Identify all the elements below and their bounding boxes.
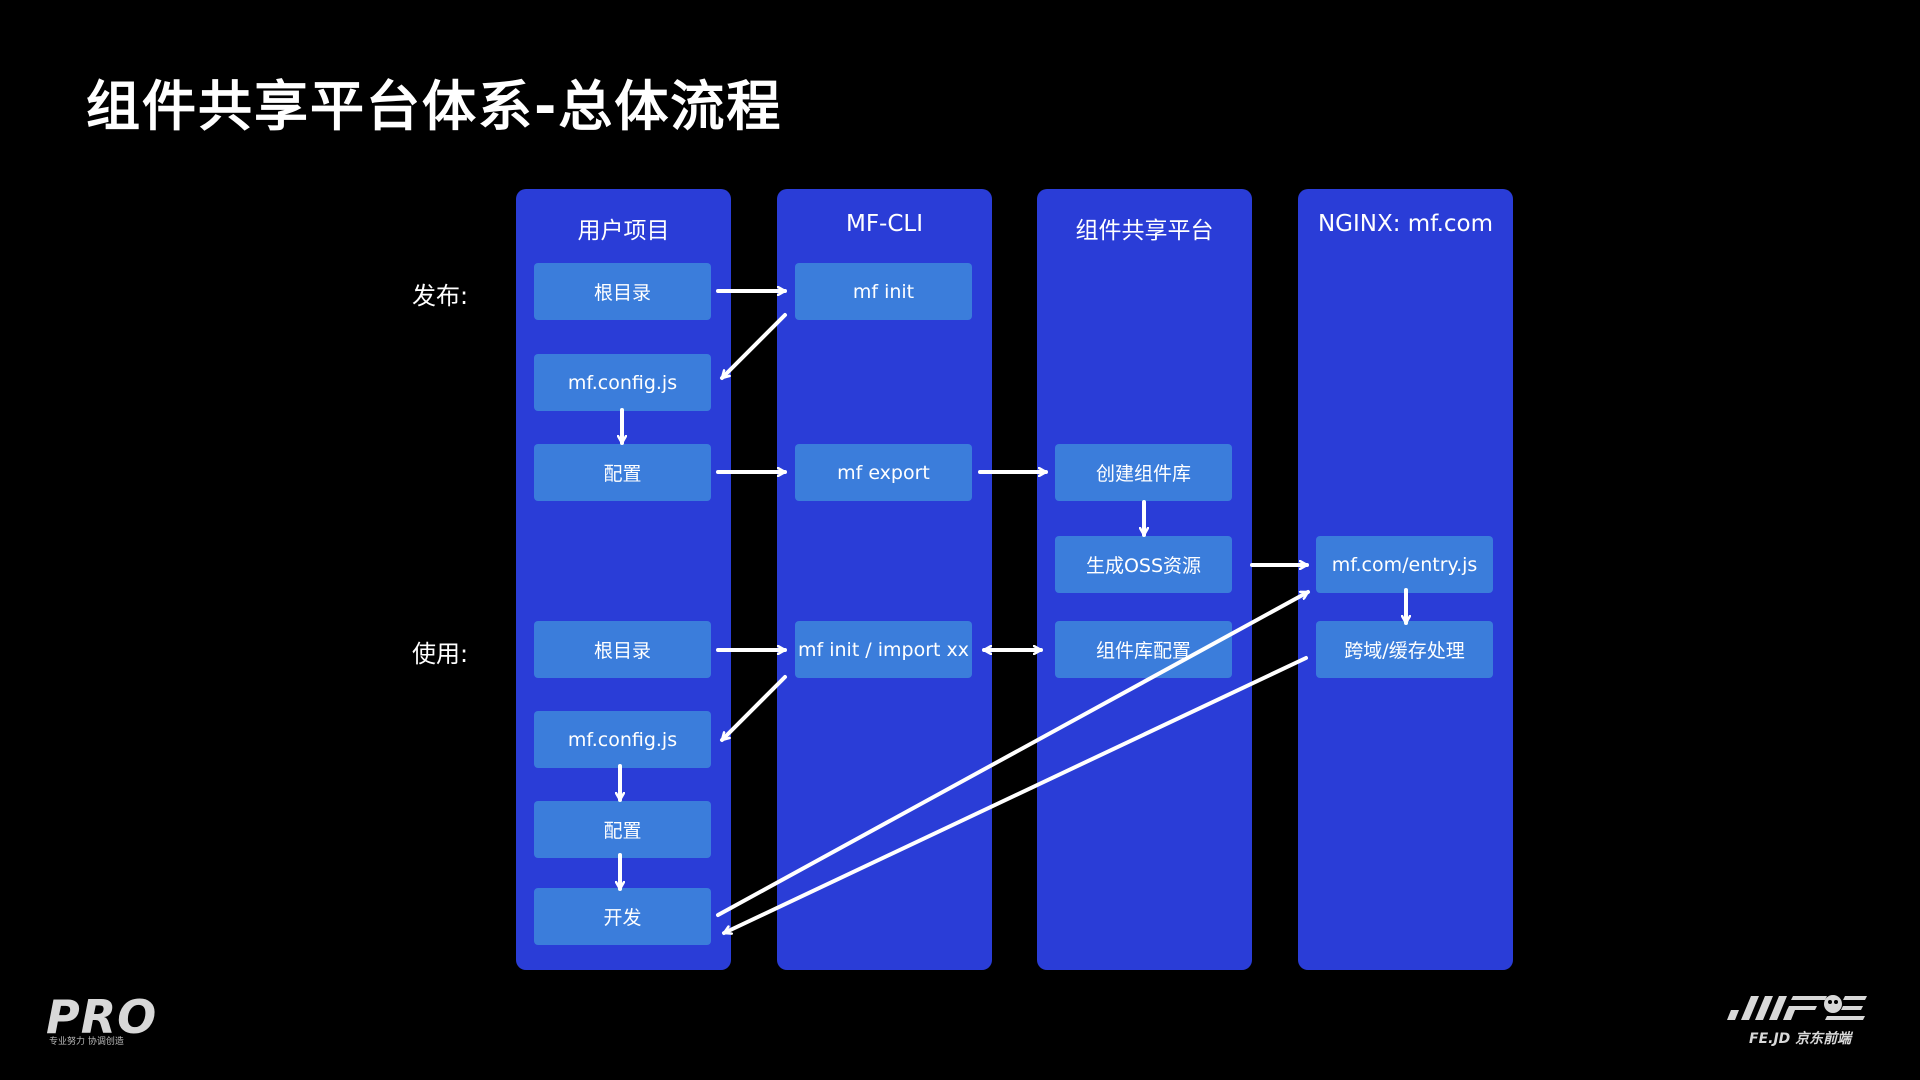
pro-logo-text: PRO xyxy=(46,990,158,1044)
box-lib-config[interactable]: 组件库配置 xyxy=(1055,621,1232,678)
column-component-platform: 组件共享平台 创建组件库 生成OSS资源 组件库配置 xyxy=(1037,189,1252,970)
pro-logo-subtitle: 专业努力 协调创造 xyxy=(49,1037,124,1047)
box-publish-mf-config[interactable]: mf.config.js xyxy=(534,354,711,411)
pro-logo: PRO 专业努力 协调创造 xyxy=(46,990,156,1047)
column-header-mf-cli: MF-CLI xyxy=(845,211,924,237)
arrow-mf-init-import-to-mf-config xyxy=(720,675,787,742)
column-nginx: NGINX: mf.com mf.com/entry.js 跨域/缓存处理 xyxy=(1298,189,1513,970)
box-use-config[interactable]: 配置 xyxy=(534,801,711,858)
column-header-component-platform: 组件共享平台 xyxy=(1075,218,1214,244)
box-create-lib[interactable]: 创建组件库 xyxy=(1055,444,1232,501)
box-mf-init[interactable]: mf init xyxy=(795,263,972,320)
box-mf-init-import[interactable]: mf init / import xx xyxy=(795,621,972,678)
box-publish-config[interactable]: 配置 xyxy=(534,444,711,501)
box-publish-root[interactable]: 根目录 xyxy=(534,263,711,320)
fejd-logo-mark-icon xyxy=(1727,995,1867,1020)
column-user-project: 用户项目 根目录 mf.config.js 配置 根目录 mf.config.j… xyxy=(516,189,731,970)
row-label-use: 使用: xyxy=(412,640,469,668)
row-label-publish: 发布: xyxy=(412,282,469,310)
column-mf-cli: MF-CLI mf init mf export mf init / impor… xyxy=(777,189,992,970)
box-entry-js[interactable]: mf.com/entry.js xyxy=(1316,536,1493,593)
fejd-logo-subtitle: FE.JD 京东前端 xyxy=(1749,1031,1852,1047)
box-develop[interactable]: 开发 xyxy=(534,888,711,945)
column-header-user-project: 用户项目 xyxy=(577,218,670,244)
box-use-root[interactable]: 根目录 xyxy=(534,621,711,678)
arrow-mf-init-to-mf-config xyxy=(720,313,787,380)
fejd-logo: FE.JD 京东前端 xyxy=(1725,990,1870,1047)
box-use-mf-config[interactable]: mf.config.js xyxy=(534,711,711,768)
box-cors-cache[interactable]: 跨域/缓存处理 xyxy=(1316,621,1493,678)
box-gen-oss[interactable]: 生成OSS资源 xyxy=(1055,536,1232,593)
page-title: 组件共享平台体系-总体流程 xyxy=(86,75,783,138)
box-mf-export[interactable]: mf export xyxy=(795,444,972,501)
column-header-nginx: NGINX: mf.com xyxy=(1317,211,1494,237)
